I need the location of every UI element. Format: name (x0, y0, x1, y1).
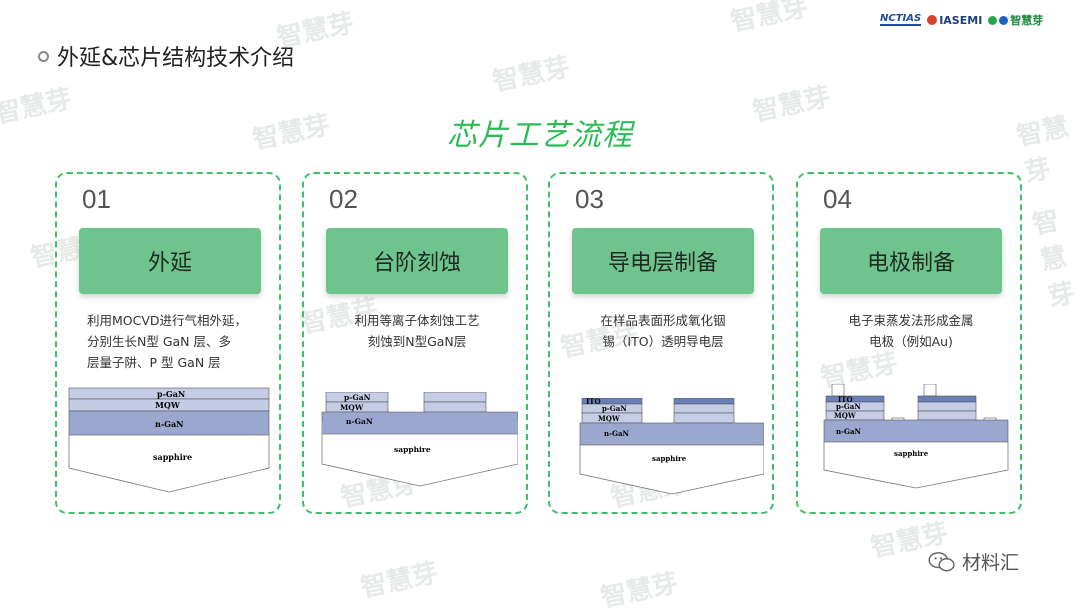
step-number: 02 (329, 184, 358, 214)
step-description: 利用等离子体刻蚀工艺 刻蚀到N型GaN层 (324, 310, 510, 352)
label-p-gan: p-GaN (157, 389, 185, 399)
iasemi-text: IASEMI (939, 13, 983, 27)
zhihuiya-mark-icon (988, 15, 998, 25)
logo-strip: NCTIAS IASEMI 智慧芽 (880, 12, 1043, 28)
brand-footer: 材料汇 (928, 548, 1019, 575)
label-ito: ITO (838, 395, 853, 404)
layer-n-gan (68, 410, 270, 436)
label-n-gan: n-GaN (346, 417, 373, 426)
brand-name: 材料汇 (962, 552, 1020, 574)
step-description: 在样品表面形成氧化铟 锡（ITO）透明导电层 (570, 310, 756, 352)
label-mqw: MQW (340, 403, 364, 412)
step-name-box: 台阶刻蚀 (326, 228, 508, 294)
wechat-icon (928, 551, 955, 571)
step-name-box: 电极制备 (820, 228, 1002, 294)
desc-line: 分别生长N型 GaN 层、多 (87, 334, 231, 349)
label-sapphire: sapphire (394, 445, 431, 454)
watermark: 智慧芽 (1030, 205, 1078, 313)
desc-line: 在样品表面形成氧化铟 (600, 313, 726, 328)
label-sapphire: sapphire (153, 452, 192, 462)
layer-diagram-1: p-GaN MQW n-GaN sapphire (68, 387, 270, 493)
step-description: 电子束蒸发法形成金属 电极（例如Au) (818, 310, 1004, 352)
circle-icon (38, 50, 49, 62)
layer-p-gan-right (673, 403, 735, 414)
watermark: 智慧芽 (728, 0, 811, 38)
layer-sapphire (579, 444, 764, 495)
electrode-p-right (923, 384, 937, 397)
watermark: 智慧芽 (358, 558, 441, 604)
label-p-gan: p-GaN (836, 402, 861, 411)
layer-p-gan-right (917, 401, 977, 412)
iasemi-logo: IASEMI (927, 14, 982, 27)
layer-p-gan-right (423, 392, 487, 403)
step-number: 04 (823, 184, 852, 214)
layer-mqw-right (917, 410, 977, 421)
layer-ito-right (673, 398, 735, 405)
step-name: 电极制备 (866, 251, 955, 276)
label-p-gan: p-GaN (602, 404, 627, 413)
desc-line: 利用MOCVD进行气相外延， (87, 313, 248, 328)
layer-sapphire (321, 433, 518, 487)
label-ito: ITO (586, 398, 601, 406)
step-description: 利用MOCVD进行气相外延， 分别生长N型 GaN 层、多 层量子阱、P 型 G… (87, 310, 263, 373)
label-sapphire: sapphire (894, 449, 929, 458)
layer-diagram-3: ITO p-GaN MQW n-GaN sapphire (579, 398, 764, 495)
process-title: 芯片工艺流程 (447, 118, 633, 153)
layer-diagram-2: p-GaN MQW n-GaN sapphire (321, 392, 518, 487)
label-mqw: MQW (834, 411, 856, 420)
step-card-2: 02 台阶刻蚀 利用等离子体刻蚀工艺 刻蚀到N型GaN层 p-GaN MQW n… (302, 172, 528, 514)
iasemi-mark-icon (927, 15, 938, 25)
zhihuiya-text: 智慧芽 (1010, 14, 1044, 27)
title-bar: 外延&芯片结构技术介绍 (38, 40, 294, 72)
label-n-gan: n-GaN (155, 419, 183, 429)
desc-line: 电子束蒸发法形成金属 (848, 313, 974, 328)
label-p-gan: p-GaN (344, 393, 371, 402)
step-card-1: 01 外延 利用MOCVD进行气相外延， 分别生长N型 GaN 层、多 层量子阱… (55, 172, 281, 514)
nctias-logo: NCTIAS (880, 13, 922, 26)
desc-line: 锡（ITO）透明导电层 (602, 334, 724, 349)
step-name-box: 导电层制备 (572, 228, 754, 294)
step-name-box: 外延 (79, 228, 261, 294)
step-number: 01 (82, 184, 111, 214)
label-n-gan: n-GaN (604, 429, 630, 438)
step-card-4: 04 电极制备 电子束蒸发法形成金属 电极（例如Au) ITO p-GaN MQ… (796, 172, 1022, 514)
desc-line: 刻蚀到N型GaN层 (367, 334, 467, 349)
layer-mqw-right (423, 401, 487, 413)
desc-line: 电极（例如Au) (869, 334, 953, 349)
label-n-gan: n-GaN (836, 427, 862, 436)
step-name: 外延 (147, 251, 192, 276)
watermark: 智慧芽 (490, 52, 573, 98)
label-mqw: MQW (155, 400, 181, 410)
layer-mqw-right (673, 412, 735, 424)
layer-sapphire (68, 434, 270, 493)
step-number: 03 (575, 184, 604, 214)
label-sapphire: sapphire (652, 454, 687, 463)
layer-diagram-4: ITO p-GaN MQW n-GaN sapphire (823, 384, 1009, 489)
zhihuiya-mark-icon (999, 15, 1009, 25)
page-title: 外延&芯片结构技术介绍 (57, 46, 295, 71)
desc-line: 层量子阱、P 型 GaN 层 (87, 355, 221, 370)
step-name: 导电层制备 (607, 251, 718, 276)
layer-ito-right (917, 395, 977, 403)
zhihuiya-logo: 智慧芽 (988, 12, 1043, 28)
watermark: 智慧芽 (598, 568, 681, 614)
layer-sapphire (823, 441, 1009, 489)
step-name: 台阶刻蚀 (372, 251, 461, 276)
step-card-3: 03 导电层制备 在样品表面形成氧化铟 锡（ITO）透明导电层 ITO p-Ga… (548, 172, 774, 514)
desc-line: 利用等离子体刻蚀工艺 (354, 313, 480, 328)
label-mqw: MQW (598, 414, 620, 423)
